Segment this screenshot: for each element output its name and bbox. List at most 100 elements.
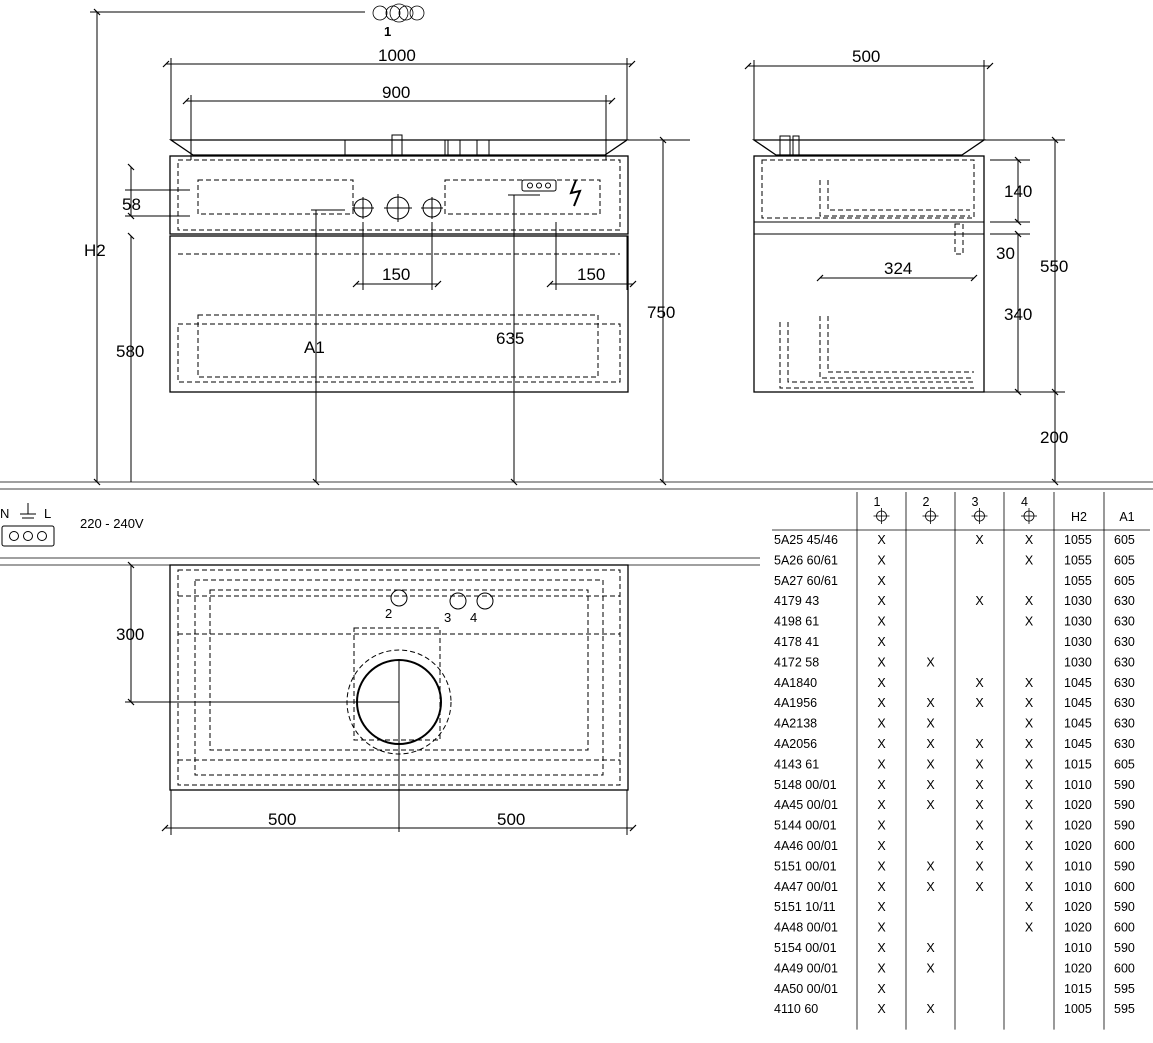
table-cell-model: 4179 43 — [774, 594, 819, 608]
wall-line — [0, 557, 760, 566]
table-cell-mark: X — [1025, 615, 1034, 629]
table-cell-mark: X — [975, 798, 984, 812]
table-cell-model: 4A47 00/01 — [774, 880, 838, 894]
table-cell-model: 5A27 60/61 — [774, 574, 838, 588]
table-cell-mark: X — [877, 961, 886, 975]
table-cell-mark: X — [877, 1002, 886, 1016]
table-cell-mark: X — [926, 798, 935, 812]
table-cell-model: 4A46 00/01 — [774, 839, 838, 853]
table-cell-value: 590 — [1114, 859, 1135, 873]
table-cell-model: 4198 61 — [774, 615, 819, 629]
floor-line — [0, 481, 1153, 490]
dim-200-label: 200 — [1040, 428, 1068, 447]
table-cell-mark: X — [975, 819, 984, 833]
table-cell-model: 4143 61 — [774, 757, 819, 771]
table-cell-model: 4178 41 — [774, 635, 819, 649]
table-cell-mark: X — [1025, 921, 1034, 935]
table-cell-mark: X — [877, 900, 886, 914]
dim-150-right-label: 150 — [577, 265, 605, 284]
table-cell-value: 600 — [1114, 921, 1135, 935]
live-label: L — [44, 506, 51, 521]
table-cell-value: 595 — [1114, 982, 1135, 996]
table-cell-mark: X — [877, 533, 886, 547]
table-cell-mark: X — [877, 737, 886, 751]
table-cell-model: 4A45 00/01 — [774, 798, 838, 812]
neutral-label: N — [0, 506, 9, 521]
table-cell-mark: X — [926, 655, 935, 669]
table-cell-mark: X — [975, 737, 984, 751]
table-cell-mark: X — [1025, 533, 1034, 547]
table-cell-mark: X — [975, 533, 984, 547]
dim-340-label: 340 — [1004, 305, 1032, 324]
plan-view — [125, 561, 637, 835]
dim-140-label: 140 — [1004, 182, 1032, 201]
table-cell-value: 600 — [1114, 880, 1135, 894]
electrical-symbol: N L 220 - 240V — [0, 503, 144, 547]
table-cell-mark: X — [1025, 757, 1034, 771]
table-cell-mark: X — [1025, 594, 1034, 608]
table-cell-mark: X — [877, 594, 886, 608]
table-cell-value: 1055 — [1064, 553, 1092, 567]
front-view — [90, 8, 690, 486]
table-cell-model: 4A49 00/01 — [774, 961, 838, 975]
table-cell-model: 5151 10/11 — [774, 900, 836, 914]
table-cell-value: 1020 — [1064, 839, 1092, 853]
table-cell-value: 630 — [1114, 655, 1135, 669]
table-cell-value: 590 — [1114, 778, 1135, 792]
table-cell-model: 4A50 00/01 — [774, 982, 838, 996]
table-cell-mark: X — [926, 1002, 935, 1016]
table-cell-value: 630 — [1114, 594, 1135, 608]
width-1000-label: 1000 — [378, 46, 416, 65]
table-cell-value: 595 — [1114, 1002, 1135, 1016]
table-cell-value: 605 — [1114, 533, 1135, 547]
table-cell-value: 1045 — [1064, 737, 1092, 751]
table-cell-value: 1045 — [1064, 696, 1092, 710]
table-cell-mark: X — [975, 839, 984, 853]
table-cell-model: 4A48 00/01 — [774, 921, 838, 935]
dim-635-label: 635 — [496, 329, 524, 348]
dim-750-label: 750 — [647, 303, 675, 322]
table-cell-value: 590 — [1114, 900, 1135, 914]
table-cell-mark: X — [877, 880, 886, 894]
dim-550-label: 550 — [1040, 257, 1068, 276]
table-cell-mark: X — [926, 737, 935, 751]
table-cell-value: 1015 — [1064, 757, 1092, 771]
table-cell-value: 1015 — [1064, 982, 1092, 996]
table-cell-value: 630 — [1114, 635, 1135, 649]
table-cell-value: 630 — [1114, 717, 1135, 731]
depth-500-label: 500 — [852, 47, 880, 66]
table-cell-value: 1055 — [1064, 574, 1092, 588]
table-cell-value: 590 — [1114, 798, 1135, 812]
table-cell-value: 590 — [1114, 941, 1135, 955]
table-cell-model: 4A1956 — [774, 696, 817, 710]
dim-58-label: 58 — [122, 195, 141, 214]
dim-580-label: 580 — [116, 342, 144, 361]
table-cell-value: 590 — [1114, 819, 1135, 833]
header-cell: A1 — [1119, 510, 1134, 524]
table-cell-value: 1020 — [1064, 819, 1092, 833]
table-cell-mark: X — [877, 757, 886, 771]
table-cell-model: 4A2138 — [774, 717, 817, 731]
table-cell-mark: X — [877, 635, 886, 649]
table-cell-value: 605 — [1114, 574, 1135, 588]
table-cell-mark: X — [926, 941, 935, 955]
table-cell-value: 1005 — [1064, 1002, 1092, 1016]
table-cell-mark: X — [1025, 696, 1034, 710]
table-cell-mark: X — [877, 696, 886, 710]
table-cell-value: 1030 — [1064, 655, 1092, 669]
table-cell-value: 630 — [1114, 615, 1135, 629]
table-cell-model: 5154 00/01 — [774, 941, 837, 955]
table-cell-mark: X — [975, 594, 984, 608]
table-cell-mark: X — [877, 553, 886, 567]
table-cell-value: 1045 — [1064, 717, 1092, 731]
table-cell-mark: X — [877, 615, 886, 629]
table-cell-mark: X — [975, 676, 984, 690]
table-cell-mark: X — [1025, 717, 1034, 731]
table-cell-mark: X — [1025, 778, 1034, 792]
h2-label: H2 — [84, 241, 106, 260]
hole-2-label: 2 — [385, 606, 392, 621]
width-900-label: 900 — [382, 83, 410, 102]
dim-150-left-label: 150 — [382, 265, 410, 284]
table-cell-mark: X — [877, 574, 886, 588]
